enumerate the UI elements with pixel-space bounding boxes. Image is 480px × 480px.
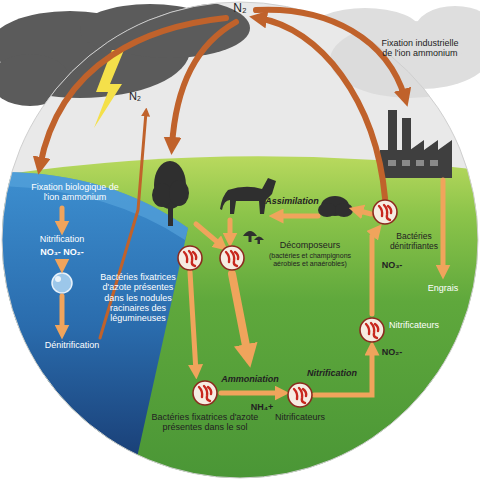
bubble (52, 273, 72, 293)
atmosphere-arrows (40, 10, 405, 338)
diagram-label: Bactéries dénitrifiantes (383, 232, 445, 252)
diagram-label: Assimilation (261, 196, 323, 206)
factory (380, 110, 452, 178)
diagram-label: Nitrification (27, 234, 97, 244)
diagram-label: NO₂- (377, 347, 407, 357)
land (0, 156, 480, 480)
diagram-label: (bactéries et champignons aérobies et an… (260, 252, 360, 268)
diagram-label: Nitrificateurs (383, 320, 445, 330)
diagram-label: NO₃- NO₂- (27, 247, 97, 257)
diagram-label: Décomposeurs (260, 240, 360, 250)
diagram-label: Bactéries fixatrices d'azote présentes d… (95, 272, 181, 324)
diagram-label: Bactéries fixatrices d'azote présentes d… (150, 412, 260, 433)
cycle-arrows (62, 180, 443, 395)
diagram-label: Fixation biologique de l'ion ammonium (25, 182, 125, 203)
diagram-label: Dénitrification (32, 340, 112, 350)
diagram-label: Engrais (423, 283, 463, 293)
diagram-label: Nitrificateurs (267, 412, 333, 422)
diagram-label: Fixation industrielle de l'ion ammonium (377, 38, 463, 59)
diagram-label: NO₃- (377, 260, 407, 270)
diagram-label: Ammoniation (217, 374, 283, 384)
water (0, 172, 188, 480)
diagram-label: N₂ (122, 90, 148, 103)
tree (152, 161, 189, 226)
diagram-label: N₂ (225, 2, 255, 16)
mushrooms (243, 231, 264, 244)
bush (318, 196, 353, 217)
diagram-label: Nitrification (301, 368, 363, 378)
diagram-label: NH₄+ (245, 402, 279, 412)
bacteria-icons (178, 200, 397, 407)
